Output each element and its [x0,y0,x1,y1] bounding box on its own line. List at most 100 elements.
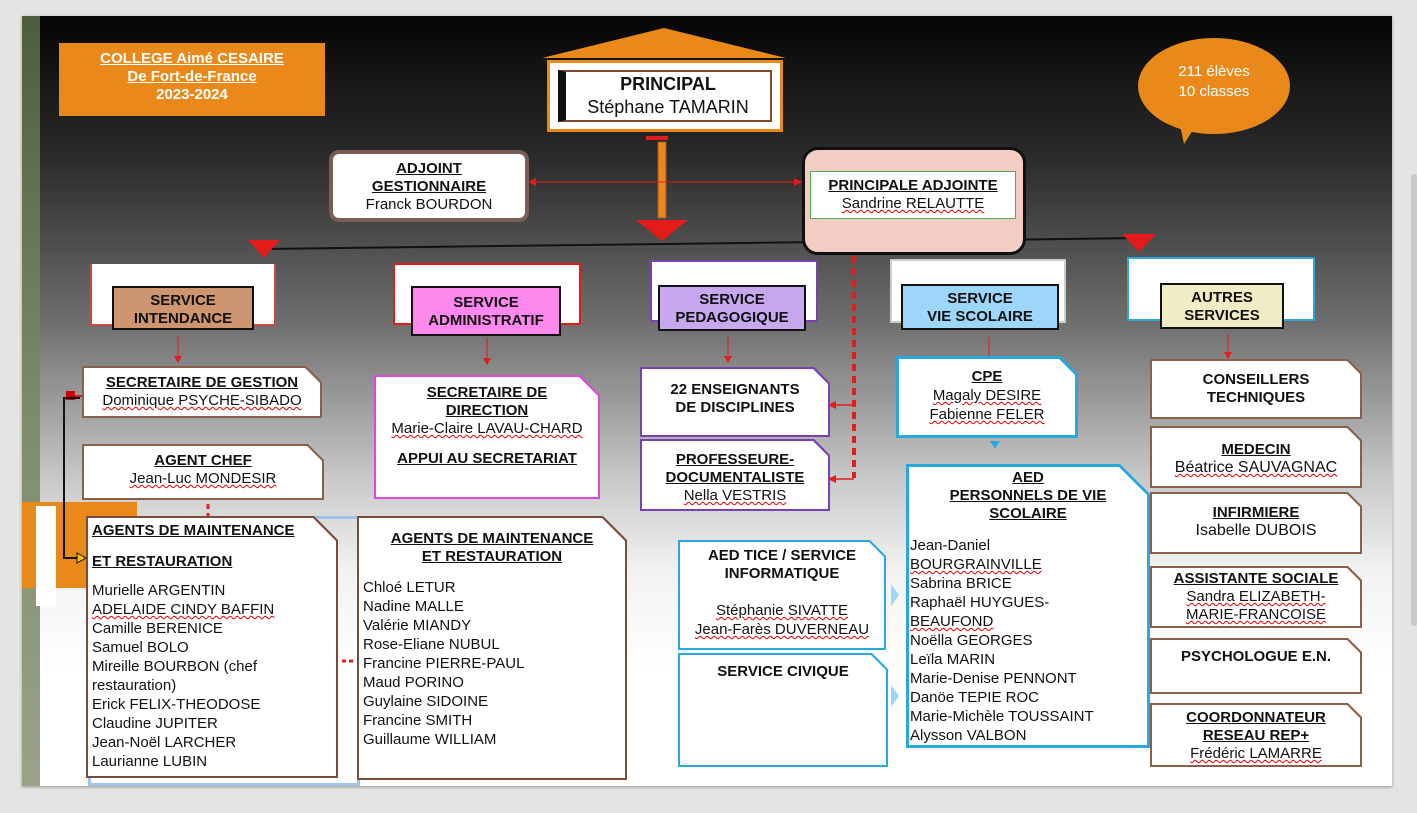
conseillers-box: CONSEILLERS TECHNIQUES [1150,359,1362,419]
aed-line-2: PERSONNELS DE VIE [949,487,1107,504]
service-civique-box: SERVICE CIVIQUE [678,653,888,767]
agent-2-member: Francine SMITH [363,712,473,729]
agent-2-member: Chloé LETUR [363,579,456,596]
agents-maintenance-2-box: AGENTS DE MAINTENANCE ET RESTAURATION Ch… [357,516,627,780]
medecin-box: MEDECIN Béatrice SAUVAGNAC [1150,426,1362,488]
agent-2-member: Guylaine SIDOINE [363,693,489,710]
aed-tice-box: AED TICE / SERVICE INFORMATIQUE Stéphani… [678,540,886,650]
agent-1-member: restauration) [92,677,177,694]
vertical-scrollbar[interactable] [1411,174,1417,626]
agent-chef-title: AGENT CHEF [154,452,252,469]
adjoint-gestionnaire-box: ADJOINT GESTIONNAIRE Franck BOURDON [329,150,529,222]
cpe-box: CPE Magaly DESIRE Fabienne FELER [896,356,1078,438]
agent-1-member: Laurianne LUBIN [92,753,208,770]
agent-2-member: Francine PIERRE-PAUL [363,655,525,672]
agents-1-list: Murielle ARGENTIN ADELAIDE CINDY BAFFIN … [88,581,336,771]
documentaliste-box: PROFESSEURE- DOCUMENTALISTE Nella VESTRI… [640,439,830,511]
coordonnateur-name: Frédéric LAMARRE [1190,745,1322,762]
principal-box: PRINCIPAL Stéphane TAMARIN [547,60,783,132]
stats-bubble-tail [1178,116,1202,144]
agents-2-title-2: ET RESTAURATION [421,548,563,565]
aed-tice-name-1: Stéphanie SIVATTE [715,602,848,619]
left-green-strip [22,16,40,786]
enseignants-line-2: DE DISCIPLINES [675,399,795,416]
infirmiere-name: Isabelle DUBOIS [1195,522,1317,539]
medecin-name: Béatrice SAUVAGNAC [1174,459,1338,476]
secretaire-gestion-title: SECRETAIRE DE GESTION [105,374,299,391]
assistante-name-2: MARIE-FRANCOISE [1185,606,1326,623]
appui-secretariat: APPUI AU SECRETARIAT [397,450,577,467]
agents-1-title-2: ET RESTAURATION [92,553,233,570]
documentaliste-line-1: PROFESSEURE- [675,451,795,468]
students-count: 211 élèves [1178,63,1250,80]
coordonnateur-box: COORDONNATEUR RESEAU REP+ Frédéric LAMAR… [1150,703,1362,767]
documentaliste-line-2: DOCUMENTALISTE [665,469,805,486]
school-name: COLLEGE Aimé CESAIRE [100,50,284,67]
aed-tice-line-2: INFORMATIQUE [724,565,840,582]
agent-chef-name: Jean-Luc MONDESIR [129,470,277,487]
agent-chef-box: AGENT CHEF Jean-Luc MONDESIR [82,444,324,500]
agents-2-title-1: AGENTS DE MAINTENANCE [390,530,594,547]
school-city: De Fort-de-France [127,68,257,85]
aed-member: BEAUFOND [910,613,994,630]
agent-2-member: Rose-Eliane NUBUL [363,636,500,653]
principal-roof [542,28,786,58]
aed-tice-line-1: AED TICE / SERVICE [707,547,857,564]
assistante-title: ASSISTANTE SOCIALE [1173,570,1339,587]
aed-tice-name-2: Jean-Farès DUVERNEAU [694,621,870,638]
agent-2-member: Valérie MIANDY [363,617,472,634]
infirmiere-box: INFIRMIERE Isabelle DUBOIS [1150,492,1362,554]
agent-1-member: Murielle ARGENTIN [92,582,226,599]
aed-member: Sabrina BRICE [910,575,1012,592]
service-civique-title: SERVICE CIVIQUE [717,663,849,680]
agent-2-member: Nadine MALLE [363,598,464,615]
school-label: COLLEGE Aimé CESAIRE De Fort-de-France 2… [59,43,325,116]
aed-box: AED PERSONNELS DE VIE SCOLAIRE Jean-Dani… [906,464,1150,748]
documentaliste-name: Nella VESTRIS [683,487,787,504]
cpe-title: CPE [971,368,1003,385]
cpe-name-1: Magaly DESIRE [932,387,1042,404]
enseignants-line-1: 22 ENSEIGNANTS [670,381,800,398]
coordonnateur-line-2: RESEAU REP+ [1202,727,1310,744]
psychologue-box: PSYCHOLOGUE E.N. [1150,638,1362,694]
agent-1-member: Claudine JUPITER [92,715,218,732]
agent-1-member: Samuel BOLO [92,639,189,656]
adjoint-title-2: GESTIONNAIRE [371,178,487,195]
agent-1-member: Erick FELIX-THEODOSE [92,696,261,713]
agent-1-member: Camille BERENICE [92,620,223,637]
agent-1-member: Jean-Noël LARCHER [92,734,237,751]
aed-member: Leïla MARIN [910,651,996,668]
agents-maintenance-1-box: AGENTS DE MAINTENANCE ET RESTAURATION Mu… [86,516,338,778]
conseillers-line-2: TECHNIQUES [1206,389,1306,406]
aed-member: Marie-Denise PENNONT [910,670,1077,687]
aed-member: Alysson VALBON [910,727,1027,744]
principale-adjointe-box: PRINCIPALE ADJOINTE Sandrine RELAUTTE [802,147,1026,255]
agent-2-member: Maud PORINO [363,674,464,691]
assistante-name-1: Sandra ELIZABETH- [1186,588,1326,605]
cpe-name-2: Fabienne FELER [929,406,1045,423]
agents-2-list: Chloé LETUR Nadine MALLE Valérie MIANDY … [359,578,625,749]
secretaire-direction-title-2: DIRECTION [445,402,529,419]
left-white-block [36,506,56,606]
secretaire-gestion-box: SECRETAIRE DE GESTION Dominique PSYCHE-S… [82,366,322,418]
agent-2-member: Guillaume WILLIAM [363,731,497,748]
org-chart-slide: COLLEGE Aimé CESAIRE De Fort-de-France 2… [22,16,1392,786]
aed-member: Marie-Michèle TOUSSAINT [910,708,1094,725]
aed-member: Noëlla GEORGES [910,632,1033,649]
principal-name: Stéphane TAMARIN [587,97,749,117]
principale-adjointe-name: Sandrine RELAUTTE [841,195,985,212]
enseignants-box: 22 ENSEIGNANTS DE DISCIPLINES [640,367,830,437]
aed-line-1: AED [1012,469,1044,486]
aed-list: Jean-Daniel BOURGRAINVILLE Sabrina BRICE… [909,536,1147,745]
conseillers-line-1: CONSEILLERS [1202,371,1310,388]
coordonnateur-line-1: COORDONNATEUR [1186,709,1326,726]
agents-1-title-1: AGENTS DE MAINTENANCE [92,522,295,539]
infirmiere-title: INFIRMIERE [1212,504,1300,521]
secretaire-gestion-name: Dominique PSYCHE-SIBADO [102,392,302,409]
aed-line-3: SCOLAIRE [989,505,1067,522]
agent-1-member: ADELAIDE CINDY BAFFIN [92,601,275,618]
